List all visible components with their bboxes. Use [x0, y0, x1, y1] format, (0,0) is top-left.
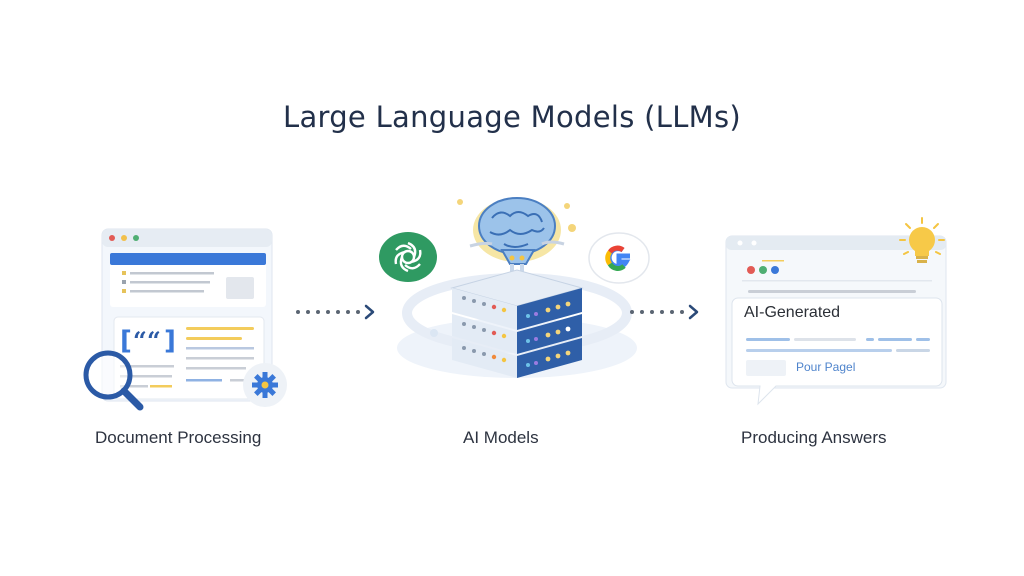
page-title: Large Language Models (LLMs)	[282, 100, 741, 134]
svg-text:[: [	[120, 326, 132, 356]
brain-server-stack-icon	[397, 197, 637, 378]
ai-answer-browser-icon	[725, 217, 947, 406]
stage-ai-models	[372, 188, 662, 388]
dotted-arrow-right-icon	[296, 304, 375, 320]
label-ai-models: AI Models	[463, 428, 539, 447]
svg-text:“: “	[147, 326, 161, 355]
answer-card-link[interactable]: Pour Pagel	[796, 360, 856, 374]
stage-document-processing: [ “ “ ]	[80, 225, 300, 415]
document-magnifier-gear-icon: [ “ “ ]	[83, 228, 287, 411]
lightbulb-icon	[899, 217, 945, 263]
svg-text:“: “	[133, 326, 147, 355]
svg-text:]: ]	[164, 326, 176, 356]
openai-logo-icon	[379, 232, 437, 282]
google-g-logo-icon	[588, 232, 650, 284]
answer-card-heading: AI-Generated	[744, 304, 841, 321]
dotted-arrow-right-icon	[630, 304, 699, 320]
label-producing-answers: Producing Answers	[741, 428, 887, 447]
stage-producing-answers: AI-Generated Pour Pagel	[722, 214, 962, 410]
label-document-processing: Document Processing	[95, 428, 262, 447]
